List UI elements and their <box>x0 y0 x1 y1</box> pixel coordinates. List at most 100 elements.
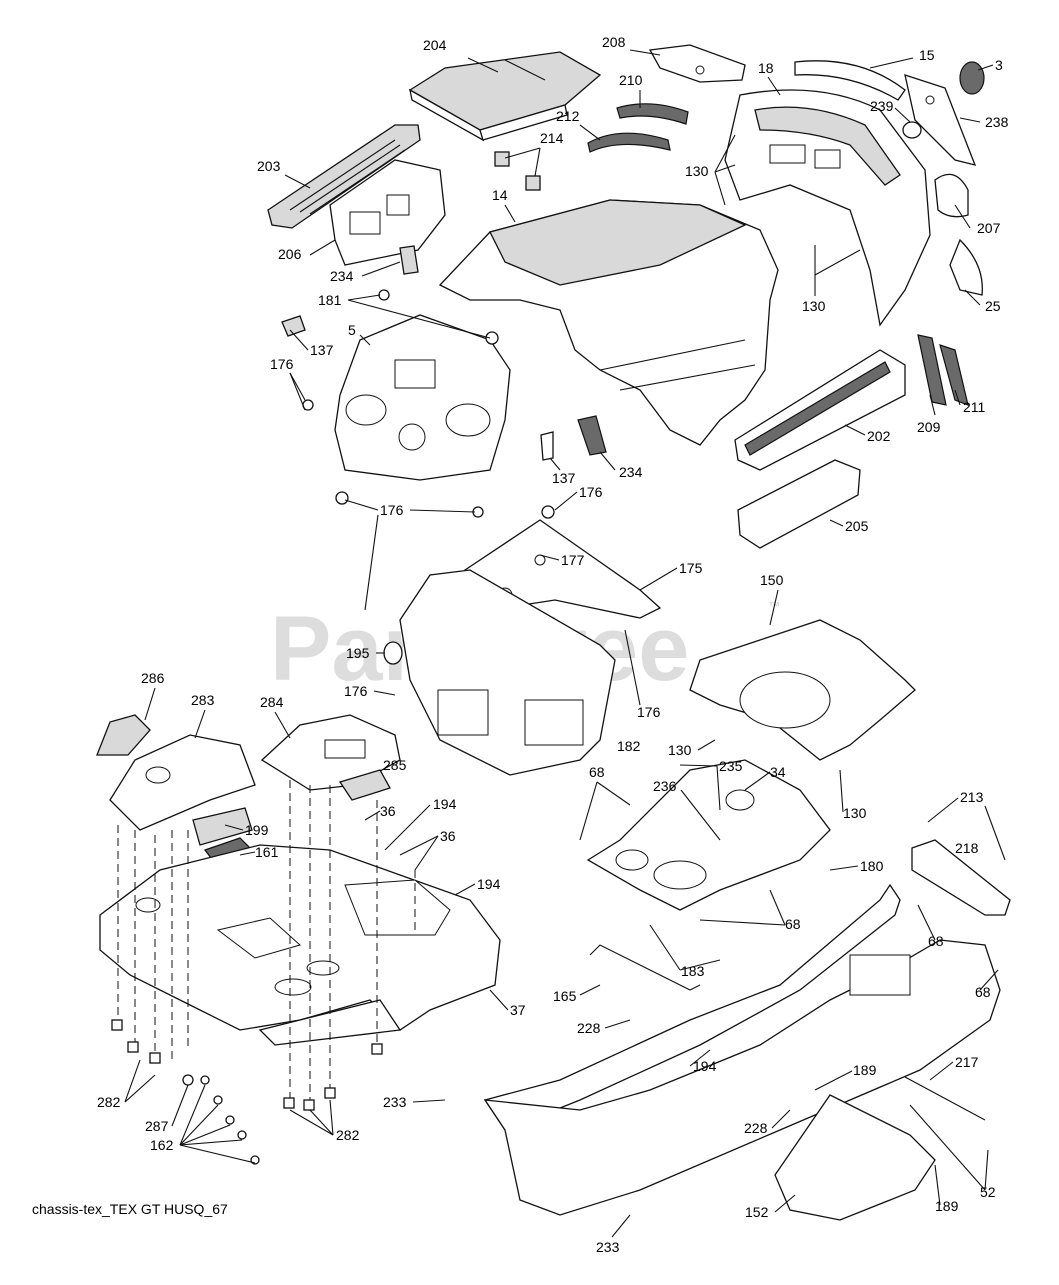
callout-195: 195 <box>346 645 370 661</box>
callout-283: 283 <box>191 692 215 708</box>
callout-194b: 194 <box>477 876 501 892</box>
mounting-plate-34 <box>586 759 831 911</box>
callout-130a: 130 <box>685 163 709 179</box>
cap-286 <box>96 714 151 756</box>
panel-206 <box>329 159 446 266</box>
assembly-dashes <box>117 780 416 1100</box>
clip-234-lower <box>577 415 607 456</box>
callout-234a: 234 <box>330 268 354 284</box>
callout-130c: 130 <box>668 742 692 758</box>
callout-162: 162 <box>150 1137 174 1153</box>
callout-228b: 228 <box>744 1120 768 1136</box>
callout-15: 15 <box>919 47 935 63</box>
bracket-208 <box>648 44 746 83</box>
callout-130b: 130 <box>802 298 826 314</box>
callout-68a: 68 <box>589 764 605 780</box>
callout-18: 18 <box>758 60 774 76</box>
front-bumper-18 <box>724 89 931 327</box>
plate-199 <box>192 807 253 846</box>
callout-180: 180 <box>860 858 884 874</box>
callout-34: 34 <box>770 764 786 780</box>
grille-202 <box>734 349 906 471</box>
callout-218: 218 <box>955 840 979 856</box>
callout-199: 199 <box>245 822 269 838</box>
fasteners-176-181 <box>302 289 555 519</box>
callout-207: 207 <box>977 220 1001 236</box>
callout-189b: 189 <box>935 1198 959 1214</box>
callout-208: 208 <box>602 34 626 50</box>
callout-204: 204 <box>423 37 447 53</box>
callout-214: 214 <box>540 130 564 146</box>
callout-284: 284 <box>260 694 284 710</box>
callout-287: 287 <box>145 1118 169 1134</box>
bracket-218 <box>911 839 1011 916</box>
main-frame <box>483 939 1001 1216</box>
shroud-150 <box>689 619 916 761</box>
callout-206: 206 <box>278 246 302 262</box>
callout-36a: 36 <box>380 803 396 819</box>
rod-165 <box>589 944 701 991</box>
callout-37: 37 <box>510 1002 526 1018</box>
callout-177: 177 <box>561 552 585 568</box>
callout-209: 209 <box>917 419 941 435</box>
callout-235: 235 <box>719 758 743 774</box>
callout-203: 203 <box>257 158 281 174</box>
callout-36b: 36 <box>440 828 456 844</box>
dash-panel-5 <box>334 314 511 481</box>
hood-panel-204 <box>408 51 602 142</box>
callout-194c: 194 <box>693 1058 717 1074</box>
diagram-caption: chassis-tex_TEX GT HUSQ_67 <box>32 1201 228 1217</box>
callout-161: 161 <box>255 844 279 860</box>
callout-5: 5 <box>348 322 356 338</box>
callout-202: 202 <box>867 428 891 444</box>
callout-165: 165 <box>553 988 577 1004</box>
strip-212 <box>587 132 671 153</box>
callout-150: 150 <box>760 572 784 588</box>
console-182 <box>399 569 616 776</box>
callout-286: 286 <box>141 670 165 686</box>
cover-284 <box>260 714 401 791</box>
cover-285 <box>338 769 391 801</box>
callout-282a: 282 <box>97 1094 121 1110</box>
fasteners-162-282-287 <box>111 1019 383 1165</box>
callout-228a: 228 <box>577 1020 601 1036</box>
callout-233b: 233 <box>596 1239 620 1255</box>
callout-285: 285 <box>383 757 407 773</box>
callout-238: 238 <box>985 114 1009 130</box>
callout-182: 182 <box>617 738 641 754</box>
callout-25: 25 <box>985 298 1001 314</box>
grille-203 <box>267 124 421 229</box>
callout-175: 175 <box>679 560 703 576</box>
rod-217 <box>904 1076 986 1121</box>
emblem-3 <box>959 61 985 95</box>
skid-plate-152 <box>774 1094 936 1221</box>
callout-176a: 176 <box>270 356 294 372</box>
callout-137b: 137 <box>552 470 576 486</box>
callout-176d: 176 <box>344 683 368 699</box>
callout-239: 239 <box>870 98 894 114</box>
panel-205 <box>737 459 861 549</box>
washer-239 <box>902 121 922 139</box>
callout-137a: 137 <box>310 342 334 358</box>
callout-labels: 204 208 15 3 18 210 212 239 238 214 203 … <box>97 34 1009 1255</box>
callout-194a: 194 <box>433 796 457 812</box>
hood-14 <box>438 199 779 446</box>
callout-233a: 233 <box>383 1094 407 1110</box>
lever-137 <box>281 315 554 461</box>
callout-130d: 130 <box>843 805 867 821</box>
callout-210: 210 <box>619 72 643 88</box>
headlight-207 <box>934 173 969 218</box>
clips-214 <box>494 151 541 191</box>
strip-210 <box>616 103 689 125</box>
callout-176b: 176 <box>579 484 603 500</box>
clip-234-upper <box>399 245 419 275</box>
callout-176c: 176 <box>380 502 404 518</box>
callout-282b: 282 <box>336 1127 360 1143</box>
callout-205: 205 <box>845 518 869 534</box>
callout-211: 211 <box>963 399 986 415</box>
grille-209-211 <box>917 334 969 406</box>
callout-3: 3 <box>995 57 1003 73</box>
strip-15 <box>794 60 906 101</box>
